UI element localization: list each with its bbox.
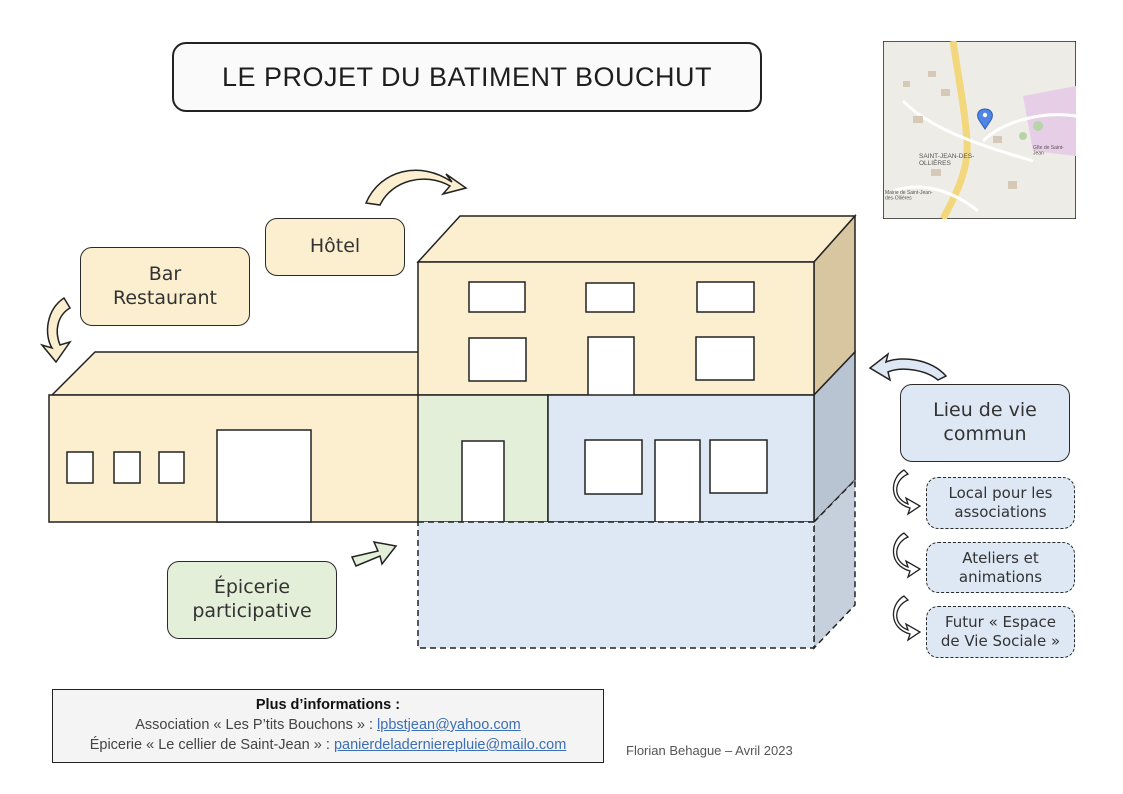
left-window-3 bbox=[158, 451, 185, 484]
arrow-local bbox=[892, 469, 922, 516]
hotel-window-1 bbox=[468, 281, 526, 313]
hotel-window-6 bbox=[695, 336, 755, 381]
arrow-lieu-de-vie bbox=[868, 352, 948, 382]
info-heading: Plus d’informations : bbox=[255, 697, 401, 713]
arrow-ateliers bbox=[892, 532, 922, 579]
location-map: SAINT-JEAN-DES- OLLIÈRES Mairie de Saint… bbox=[883, 41, 1076, 219]
common-window-1 bbox=[584, 439, 643, 495]
common-door bbox=[654, 439, 701, 523]
arrow-epicerie bbox=[350, 541, 398, 567]
info-line-epicerie: Épicerie « Le cellier de Saint-Jean » : … bbox=[53, 735, 603, 755]
left-wing-roof bbox=[50, 351, 421, 396]
left-door bbox=[216, 429, 312, 523]
hotel-window-4 bbox=[468, 337, 527, 382]
info-box: Plus d’informations : Association « Les … bbox=[52, 689, 604, 763]
epicerie-email-link[interactable]: panierdeladernierepluie@mailo.com bbox=[333, 737, 567, 753]
info-line-association: Association « Les P’tits Bouchons » : lp… bbox=[53, 715, 603, 735]
arrow-bar bbox=[39, 296, 72, 364]
label-ateliers: Ateliers et animations bbox=[926, 542, 1075, 593]
label-epicerie: Épicerie participative bbox=[167, 561, 337, 639]
hotel-window-3 bbox=[696, 281, 755, 313]
extension-facade bbox=[417, 521, 815, 649]
info-epicerie-text: Épicerie « Le cellier de Saint-Jean » : bbox=[89, 737, 334, 753]
left-window-2 bbox=[113, 451, 141, 484]
common-window-2 bbox=[709, 439, 768, 494]
map-pin-icon bbox=[977, 108, 993, 130]
hotel-window-2 bbox=[585, 282, 635, 313]
page-title: LE PROJET DU BATIMENT BOUCHUT bbox=[172, 42, 762, 112]
association-email-link[interactable]: lpbstjean@yahoo.com bbox=[377, 717, 521, 733]
label-bar-restaurant: Bar Restaurant bbox=[80, 247, 250, 326]
label-futur-evs: Futur « Espace de Vie Sociale » bbox=[926, 606, 1075, 658]
main-roof bbox=[416, 215, 857, 263]
map-place-label: SAINT-JEAN-DES- OLLIÈRES bbox=[919, 153, 976, 167]
label-hotel: Hôtel bbox=[265, 218, 405, 276]
label-local-associations: Local pour les associations bbox=[926, 477, 1075, 529]
author-credit: Florian Behague – Avril 2023 bbox=[626, 743, 793, 758]
info-association-text: Association « Les P’tits Bouchons » : bbox=[135, 717, 378, 733]
map-side-label: Gîte de Saint- Jean bbox=[1033, 145, 1065, 157]
label-lieu-de-vie: Lieu de vie commun bbox=[900, 384, 1070, 462]
arrow-futur bbox=[892, 595, 922, 642]
map-mairie-label: Mairie de Saint-Jean- des-Ollières bbox=[885, 190, 934, 202]
left-window-1 bbox=[66, 451, 94, 484]
hotel-window-5 bbox=[587, 336, 635, 398]
epicerie-door bbox=[461, 440, 505, 523]
arrow-hotel bbox=[364, 169, 468, 206]
